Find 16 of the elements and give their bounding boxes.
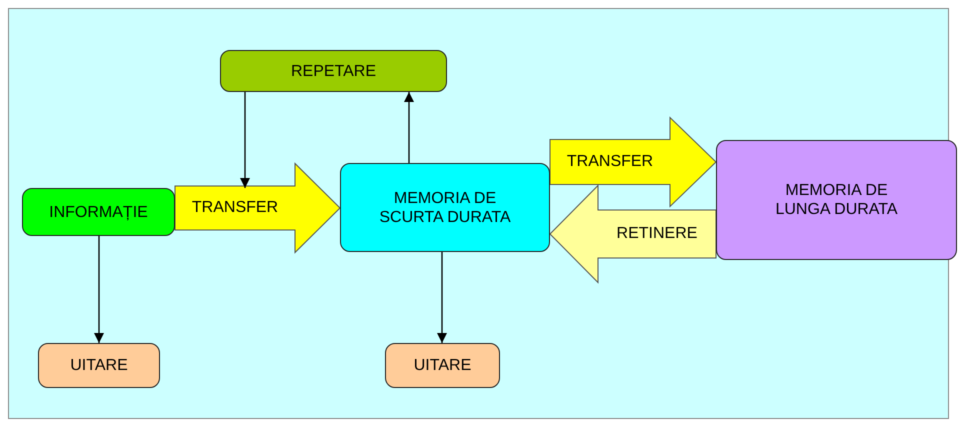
box-label: MEMORIA DE LUNGA DURATA: [774, 181, 899, 219]
box-label: UITARE: [70, 356, 128, 375]
arrow: [437, 252, 447, 343]
process-box: [385, 343, 500, 388]
box-label: REPETARE: [290, 62, 376, 80]
process-box: [22, 188, 175, 236]
process-box: [716, 140, 957, 260]
box-label: MEMORIA DE SCURTA DURATA: [378, 188, 512, 226]
process-box: [340, 163, 550, 252]
arrow: [240, 92, 250, 188]
process-box: [38, 343, 160, 388]
arrow: [94, 236, 104, 343]
arrow: [404, 92, 414, 163]
box-label: UITARE: [414, 356, 472, 375]
box-label: INFORMAȚIE: [49, 202, 148, 222]
process-box: [220, 50, 447, 92]
